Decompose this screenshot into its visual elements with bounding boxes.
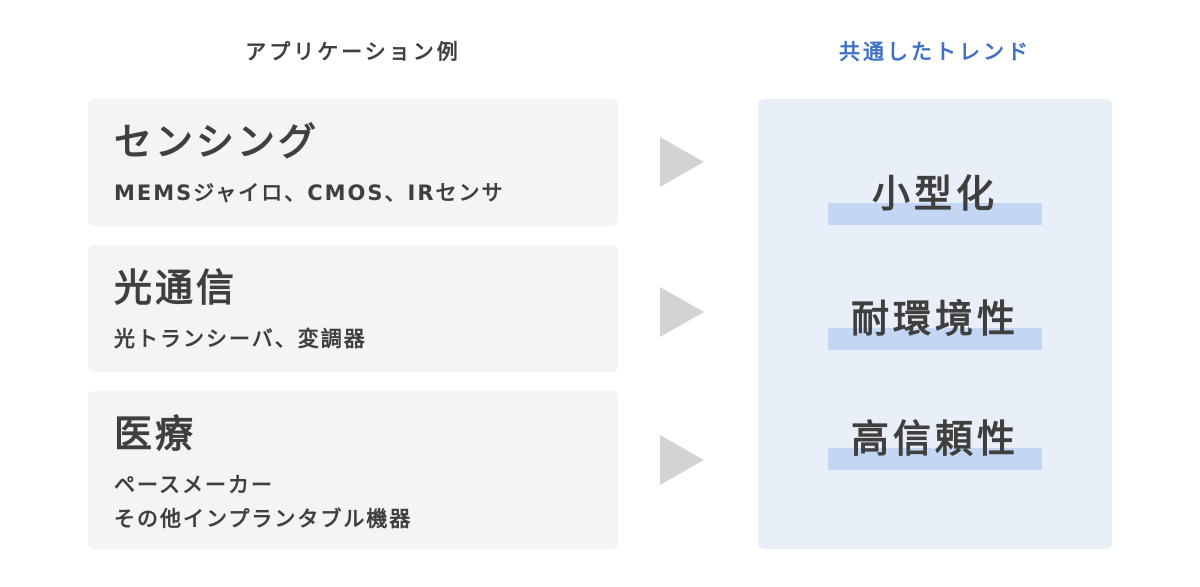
application-title: センシング <box>114 120 320 164</box>
application-description: 光トランシーバ、変調器 <box>114 327 367 351</box>
application-card-sensing: センシング MEMSジャイロ、CMOS、IRセンサ <box>88 99 618 226</box>
application-title: 医療 <box>114 412 197 456</box>
trend-item: 耐環境性 <box>828 290 1042 350</box>
arrow-right-icon <box>660 287 704 337</box>
trend-label: 耐環境性 <box>850 297 1019 341</box>
application-title: 光通信 <box>114 266 238 310</box>
arrow-right-icon <box>660 137 704 187</box>
application-card-optical-communication: 光通信 光トランシーバ、変調器 <box>88 245 618 372</box>
arrow-right-icon <box>660 435 704 485</box>
application-description: MEMSジャイロ、CMOS、IRセンサ <box>114 181 505 205</box>
trends-panel <box>758 99 1112 549</box>
trends-header: 共通したトレンド <box>839 40 1031 64</box>
application-description: その他インプランタブル機器 <box>114 507 413 531</box>
trend-item: 小型化 <box>828 165 1042 225</box>
trend-label: 小型化 <box>871 172 998 216</box>
trend-label: 高信頼性 <box>850 417 1019 461</box>
trend-highlight <box>828 448 1042 470</box>
trend-highlight <box>828 203 1042 225</box>
applications-header: アプリケーション例 <box>245 40 461 64</box>
application-description: ペースメーカー <box>114 473 274 497</box>
trend-highlight <box>828 328 1042 350</box>
trend-item: 高信頼性 <box>828 410 1042 470</box>
application-card-medical: 医療 ペースメーカー その他インプランタブル機器 <box>88 391 618 549</box>
